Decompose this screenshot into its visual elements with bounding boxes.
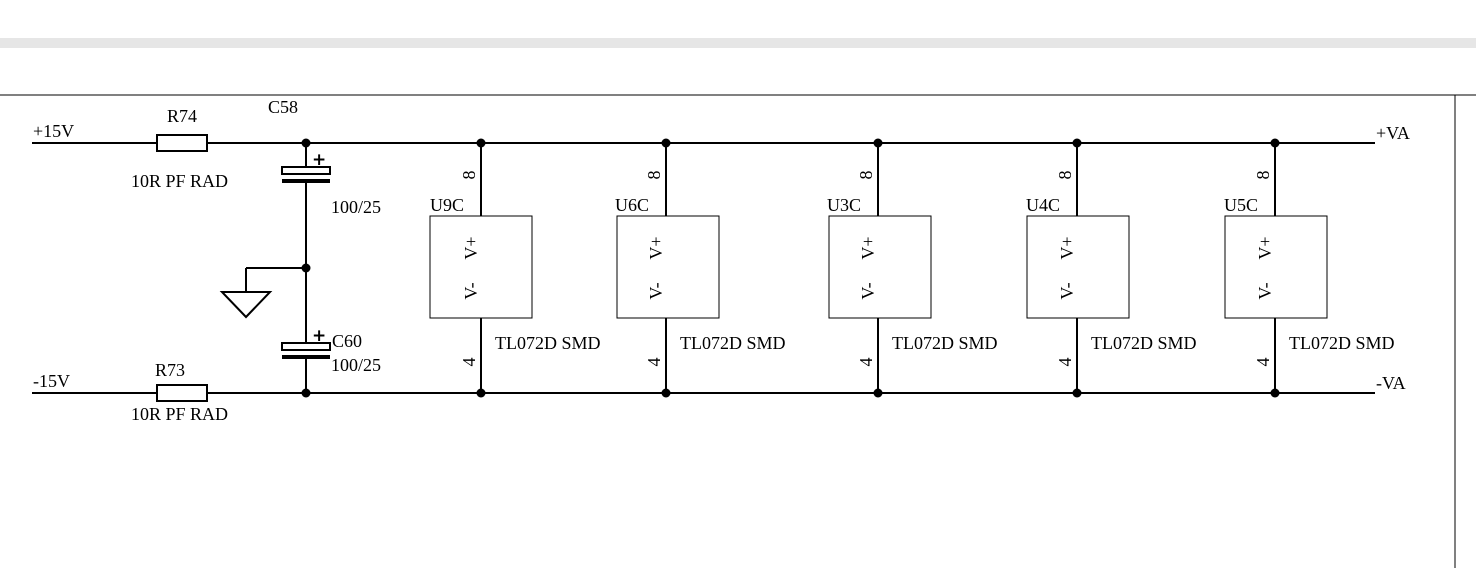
ic-box [1026,215,1130,319]
ic-label-vneg: V- [1255,282,1275,299]
ic-pin-top: 8 [1253,171,1273,180]
ic-pin-bottom: 4 [856,358,876,367]
net-label-pos-in: +15V [33,121,74,141]
ic-ref: U5C [1224,195,1258,215]
ic-box [828,215,932,319]
resistor-r73-ref: R73 [155,360,185,380]
ic-label-vneg: V- [646,282,666,299]
junction-dot [1072,388,1082,398]
ic-unit-u5c: U5C TL072D SMD 8 4 V+ V- [1224,138,1395,398]
junction-dot [661,138,671,148]
ic-pin-bottom: 4 [459,358,479,367]
ic-label-vpos: V+ [1255,236,1275,259]
capacitor-c58-plate-pos [281,166,331,175]
ic-unit-u4c: U4C TL072D SMD 8 4 V+ V- [1026,138,1197,398]
ic-ref: U6C [615,195,649,215]
top-divider-bar [0,38,1476,48]
ic-label-vneg: V- [461,282,481,299]
net-label-pos-out: +VA [1376,123,1410,143]
ic-label-vneg: V- [1057,282,1077,299]
ic-part: TL072D SMD [892,333,998,353]
ic-label-vpos: V+ [1057,236,1077,259]
net-label-neg-in: -15V [33,371,70,391]
ic-pin-bottom: 4 [1055,358,1075,367]
resistor-r74-body [156,134,208,152]
junction-dot [1270,388,1280,398]
junction-dot [873,138,883,148]
ic-part: TL072D SMD [495,333,601,353]
negative-rail [32,384,1375,402]
resistor-r73-value: 10R PF RAD [131,404,228,424]
ic-box [616,215,720,319]
ic-box [1224,215,1328,319]
ic-label-vneg: V- [858,282,878,299]
ic-pin-bottom: 4 [644,358,664,367]
ic-ref: U9C [430,195,464,215]
resistor-r74-value: 10R PF RAD [131,171,228,191]
net-label-neg-out: -VA [1376,373,1406,393]
ic-pin-top: 8 [459,171,479,180]
resistor-r73-body [156,384,208,402]
resistor-r74-ref: R74 [167,106,197,126]
ic-box [429,215,533,319]
junction-dot [873,388,883,398]
ic-part: TL072D SMD [1289,333,1395,353]
junction-dot [661,388,671,398]
ground-icon [219,291,273,319]
ic-pin-bottom: 4 [1253,358,1273,367]
capacitor-c60-ref: C60 [332,331,362,351]
ic-ref: U4C [1026,195,1060,215]
ic-ref: U3C [827,195,861,215]
junction-dot [476,138,486,148]
ic-unit-u9c: U9C TL072D SMD 8 4 V+ V- [429,138,601,398]
capacitor-c60-plate-pos [281,342,331,351]
capacitor-column [219,138,331,398]
ic-label-vpos: V+ [858,236,878,259]
ic-label-vpos: V+ [646,236,666,259]
ic-unit-u6c: U6C TL072D SMD 8 4 V+ V- [615,138,786,398]
capacitor-c58-polarity: + [312,150,326,170]
ic-unit-u3c: U3C TL072D SMD 8 4 V+ V- [827,138,998,398]
ic-pin-top: 8 [644,171,664,180]
ic-pin-top: 8 [1055,171,1075,180]
positive-rail [32,134,1375,152]
capacitor-c60-polarity: + [312,326,326,346]
junction-dot [1270,138,1280,148]
ic-pin-top: 8 [856,171,876,180]
ic-label-vpos: V+ [461,236,481,259]
capacitor-c60-value: 100/25 [331,355,381,375]
capacitor-c58-value: 100/25 [331,197,381,217]
capacitor-c58-ref: C58 [268,97,298,117]
junction-dot [1072,138,1082,148]
ic-part: TL072D SMD [1091,333,1197,353]
ic-part: TL072D SMD [680,333,786,353]
junction-dot [476,388,486,398]
